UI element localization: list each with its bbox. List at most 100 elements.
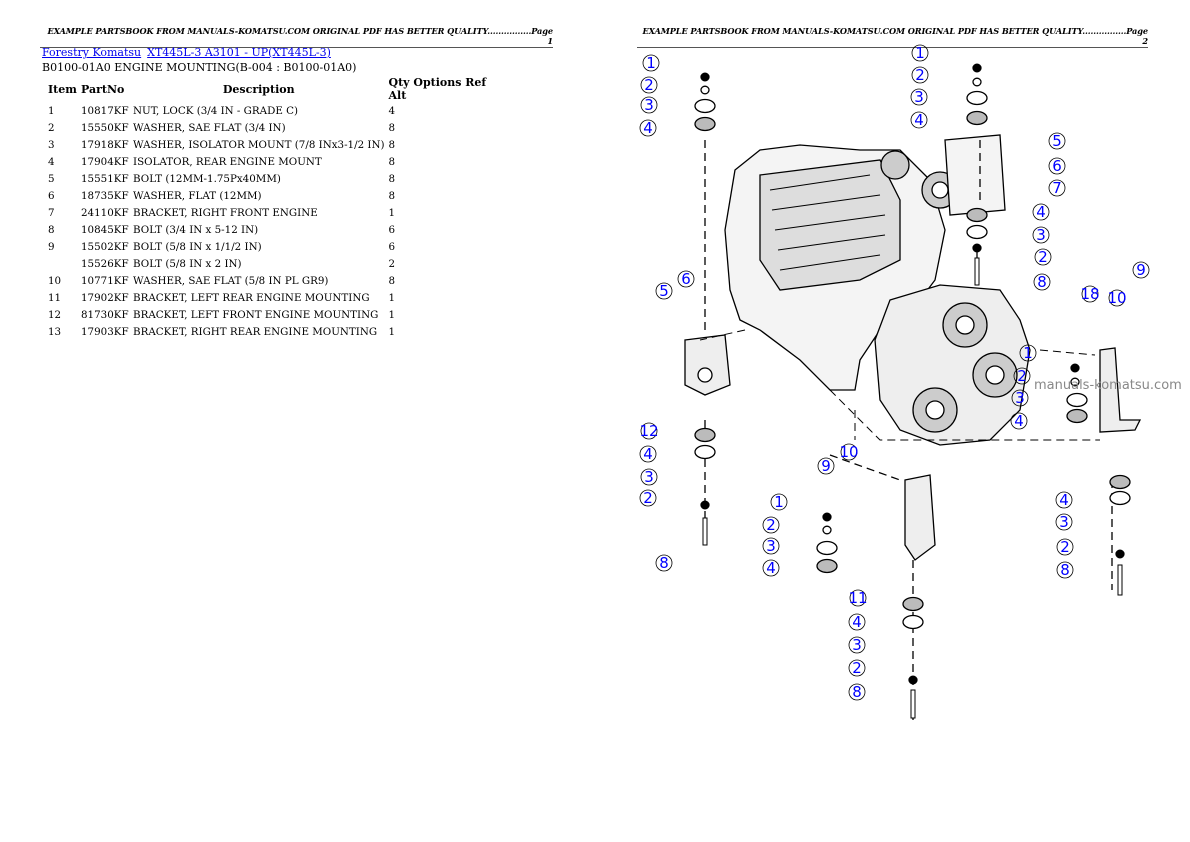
callout-number: 2 [915, 66, 925, 84]
description-cell: ISOLATOR, REAR ENGINE MOUNT [133, 155, 322, 168]
item-cell: 7 [48, 206, 55, 219]
callout-circle [1019, 344, 1037, 362]
callout-circle [677, 270, 695, 288]
callout-circle [1032, 226, 1050, 244]
lock-nut-part [822, 512, 832, 522]
description-cell: WASHER, SAE FLAT (5/8 IN PL GR9) [133, 274, 329, 287]
callout-3: 3 [640, 96, 658, 114]
callout-circle [911, 44, 929, 62]
callout-circle [1056, 538, 1074, 556]
callout-10: 10 [1107, 289, 1126, 307]
lock-nut-part [1070, 363, 1080, 373]
partno-cell: 81730KF [81, 308, 129, 321]
qty-cell: 6 [388, 240, 396, 253]
callout-number: 8 [852, 683, 862, 701]
isolator-part [1109, 474, 1131, 490]
callout-2: 2 [762, 516, 780, 534]
callout-3: 3 [1032, 226, 1050, 244]
callout-number: 12 [639, 422, 658, 440]
callout-circle [1010, 412, 1028, 430]
lock-nut-part [700, 72, 710, 82]
callout-8: 8 [1056, 561, 1074, 579]
callout-number: 4 [643, 119, 653, 137]
callout-number: 11 [848, 589, 867, 607]
callout-number: 2 [1038, 248, 1048, 266]
callout-circle [1108, 289, 1126, 307]
parts-table: Item PartNo Description Qty Options Ref … [44, 76, 499, 340]
engine-illustration [684, 134, 1142, 720]
item-cell: 3 [48, 138, 55, 151]
description-cell: BOLT (5/8 IN x 2 IN) [133, 257, 242, 270]
callout-number: 3 [644, 96, 654, 114]
isolator-part [1066, 408, 1088, 424]
lock-nut-part [908, 675, 918, 685]
breadcrumb-link-forestry-komatsu[interactable]: Forestry Komatsu [42, 46, 142, 59]
page-2-header: EXAMPLE PARTSBOOK FROM MANUALS-KOMATSU.C… [637, 26, 1148, 48]
callout-number: 4 [852, 613, 862, 631]
callout-9: 9 [1132, 261, 1150, 279]
description-cell: WASHER, ISOLATOR MOUNT (7/8 INx3-1/2 IN) [133, 138, 385, 151]
description-cell: BOLT (3/4 IN x 5-12 IN) [133, 223, 259, 236]
washer-part [966, 224, 988, 240]
callout-3: 3 [640, 468, 658, 486]
callout-circle [639, 445, 657, 463]
description-cell: BRACKET, LEFT REAR ENGINE MOUNTING [133, 291, 370, 304]
callout-1: 1 [770, 493, 788, 511]
partno-cell: 17902KF [81, 291, 129, 304]
callout-number: 4 [1059, 491, 1069, 509]
callout-circle [655, 282, 673, 300]
bolt-part [910, 689, 916, 719]
bolt-part [1117, 564, 1123, 596]
callout-number: 2 [852, 659, 862, 677]
callout-1: 1 [642, 54, 660, 72]
bolt-part [702, 517, 708, 546]
callout-circle [848, 613, 866, 631]
column-header-item: Item [48, 82, 77, 96]
item-cell: 11 [48, 291, 62, 304]
callout-circle [640, 468, 658, 486]
callout-8: 8 [848, 683, 866, 701]
qty-cell: 8 [388, 274, 396, 287]
callout-number: 4 [766, 559, 776, 577]
description-cell: WASHER, FLAT (12MM) [133, 189, 262, 202]
callout-6: 6 [677, 270, 695, 288]
qty-cell: 2 [388, 257, 396, 270]
callout-4: 4 [762, 559, 780, 577]
description-cell: BRACKET, LEFT FRONT ENGINE MOUNTING [133, 308, 379, 321]
hardware-parts [694, 63, 1131, 719]
callout-8: 8 [1033, 273, 1051, 291]
callout-number: 4 [643, 445, 653, 463]
qty-cell: 1 [388, 206, 396, 219]
item-cell: 4 [48, 155, 55, 168]
callout-circle [817, 457, 835, 475]
breadcrumb-link-model[interactable]: XT445L-3 A3101 - UP(XT445L-3) [147, 46, 331, 59]
description-cell: WASHER, SAE FLAT (3/4 IN) [133, 121, 286, 134]
callout-number: 9 [821, 457, 831, 475]
callout-number: 6 [681, 270, 691, 288]
callout-5: 5 [655, 282, 673, 300]
callout-12: 12 [639, 422, 658, 440]
washer-part [700, 85, 710, 95]
callout-number: 2 [1060, 538, 1070, 556]
callout-circle [655, 554, 673, 572]
column-header-partno: PartNo [81, 82, 125, 96]
partno-cell: 17903KF [81, 325, 129, 338]
isolator-part [694, 116, 716, 132]
callout-circle [1011, 389, 1029, 407]
callout-number: 3 [1015, 389, 1025, 407]
callout-4: 4 [910, 111, 928, 129]
washer-part [972, 77, 982, 87]
washer-part [902, 614, 924, 630]
partno-cell: 10845KF [81, 223, 129, 236]
callout-circle [1033, 273, 1051, 291]
qty-cell: 4 [388, 104, 396, 117]
qty-cell: 1 [388, 325, 396, 338]
callout-2: 2 [848, 659, 866, 677]
washer-part [1066, 392, 1088, 408]
